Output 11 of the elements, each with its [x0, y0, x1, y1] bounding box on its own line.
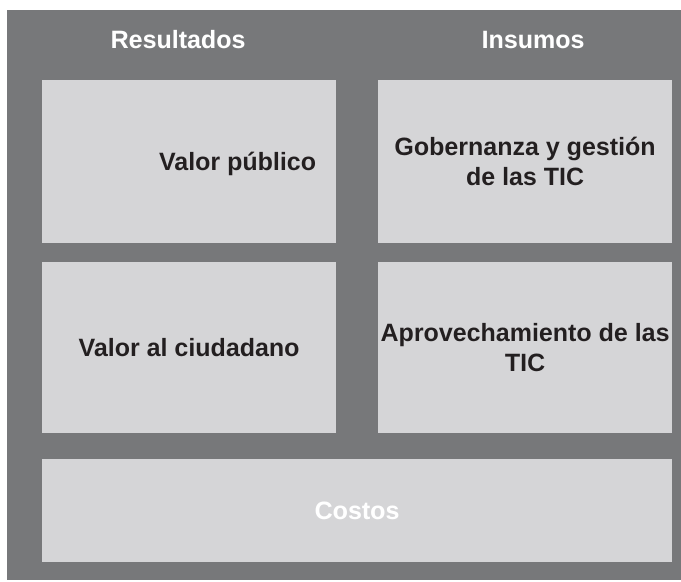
column-heading: Resultados: [110, 26, 246, 55]
text-box: [378, 80, 672, 243]
column-heading: Insumos: [482, 26, 584, 55]
box-label: Valor al ciudadano: [78, 332, 300, 362]
box-label: Valor público: [159, 146, 316, 176]
text-box: [42, 262, 336, 433]
text-box: [42, 80, 336, 243]
text-box: [378, 262, 672, 433]
box-label: Gobernanza y gestión de las TIC: [393, 132, 657, 192]
text-box: [42, 459, 672, 562]
box-label: Aprovechamiento de las TIC: [380, 318, 670, 378]
